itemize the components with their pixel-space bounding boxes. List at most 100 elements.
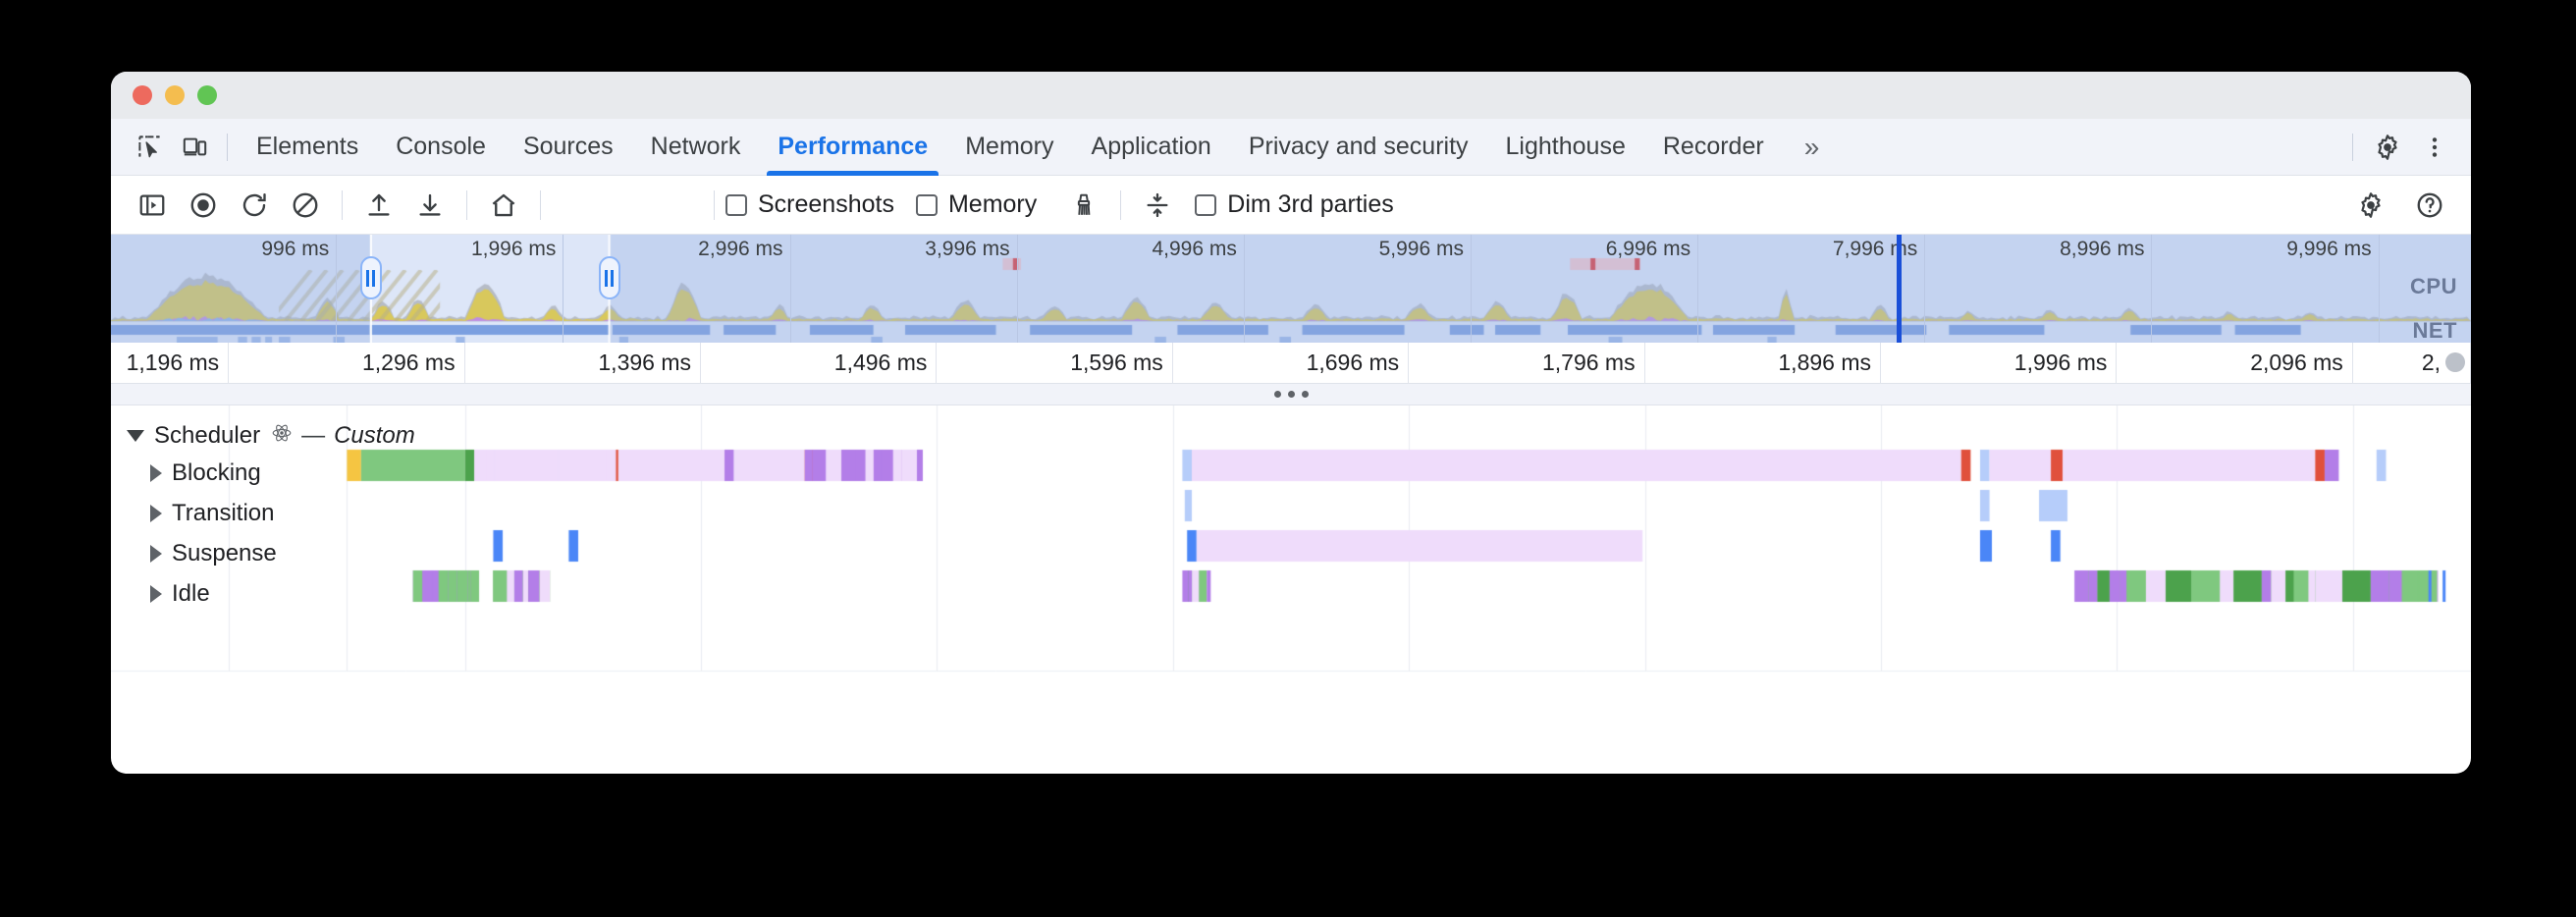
overview-tick-label: 5,996 ms [1378,238,1464,260]
tabbar-divider [227,133,228,161]
capture-divider-right [1120,189,1122,220]
timeline-scroll-thumb[interactable] [2445,352,2465,372]
overview-tick: 6,996 ms [111,235,1699,343]
checkbox-box [725,193,747,216]
zoom-tick-label: 2,096 ms [2250,350,2343,375]
resize-dot [1273,391,1281,398]
tabbar-actions [2342,119,2457,176]
zoom-tick-label: 1,296 ms [361,350,456,375]
device-toolbar-icon[interactable] [172,125,217,170]
tab-application[interactable]: Application [1073,119,1230,176]
toggle-sidebar-button[interactable] [127,180,178,231]
checkbox-box [915,193,938,216]
cpu-lane-label: CPU [2410,274,2457,298]
tab-privacy-and-security[interactable]: Privacy and security [1230,119,1487,176]
track-label-text: Blocking [172,459,261,486]
dim-3rd-parties-checkbox[interactable]: Dim 3rd parties [1195,190,1394,219]
overview-selection-handle-left[interactable] [359,256,382,299]
react-atom-icon [271,422,293,450]
toolbar-right-actions [2345,176,2455,235]
pane-resize-handle[interactable] [111,384,2471,405]
tab-recorder[interactable]: Recorder [1644,119,1783,176]
collect-garbage-icon[interactable] [1058,180,1109,231]
chevron-right-icon [150,464,162,482]
chevron-right-icon [150,505,162,522]
track-row-blocking[interactable]: Blocking [150,455,261,492]
load-profile-button[interactable] [353,180,404,231]
toolbar-divider-1 [342,189,343,220]
devtools-window: Elements Console Sources Network Perform… [111,72,2471,774]
home-button[interactable] [478,180,529,231]
zoom-tick: 2, [111,343,2471,384]
overview-tick: 9,996 ms [111,235,2380,343]
zoom-tick: 1,596 ms [111,343,1173,384]
flame-chart-canvas[interactable] [111,405,2471,734]
tab-label: Privacy and security [1248,133,1469,160]
save-profile-button[interactable] [404,180,456,231]
screenshots-checkbox[interactable]: Screenshots [725,190,894,219]
tab-label: Application [1091,133,1211,160]
toolbar-divider-2 [466,189,467,220]
tab-console[interactable]: Console [377,119,505,176]
tab-lighthouse[interactable]: Lighthouse [1487,119,1644,176]
record-button[interactable] [178,180,229,231]
zoom-tick-label: 1,196 ms [126,350,220,375]
close-window-button[interactable] [133,85,152,105]
checkbox-box [1195,193,1217,216]
devtools-tabbar: Elements Console Sources Network Perform… [111,119,2471,176]
track-group-scheduler[interactable]: Scheduler — Custom [127,417,415,455]
clear-button[interactable] [280,180,331,231]
flame-chart[interactable]: Scheduler — Custom Blocking T [111,405,2471,734]
net-lane-label: NET [2412,318,2457,343]
overview-selection-handle-right[interactable] [598,256,620,299]
tab-sources[interactable]: Sources [505,119,632,176]
chevron-double-right-icon: » [1803,131,1820,162]
overview-time-cursor[interactable] [1897,235,1903,343]
collapse-track-icon[interactable] [1132,180,1183,231]
zoom-tick-label: 1,796 ms [1541,350,1636,375]
help-icon[interactable] [2404,180,2455,231]
zoom-tick: 1,796 ms [111,343,1645,384]
zoom-tick: 2,096 ms [111,343,2353,384]
zoom-tick-label: 1,496 ms [833,350,928,375]
reload-and-record-button[interactable] [229,180,280,231]
tab-label: Recorder [1662,133,1764,160]
cpu-net-overview-canvas[interactable] [111,235,2471,343]
tab-label: Sources [522,133,614,160]
track-row-suspense[interactable]: Suspense [150,535,277,572]
tab-performance[interactable]: Performance [759,119,946,176]
track-group-label: Scheduler [154,422,261,449]
tab-memory[interactable]: Memory [946,119,1072,176]
overview-tick: 5,996 ms [111,235,1472,343]
resize-dot [1301,391,1309,398]
zoom-tick-label: 1,396 ms [598,350,691,375]
zoom-tick: 1,896 ms [111,343,1881,384]
zoom-tick-label: 2, [2421,350,2441,375]
more-tabs-button[interactable]: » [1783,119,1842,176]
zoom-tick: 1,396 ms [111,343,701,384]
minimize-window-button[interactable] [165,85,185,105]
maximize-window-button[interactable] [197,85,217,105]
capture-divider-left [714,189,715,220]
track-row-idle[interactable]: Idle [150,575,210,613]
tab-label: Lighthouse [1505,133,1626,160]
chevron-down-icon [127,430,144,442]
overview-tick: 7,996 ms [111,235,1926,343]
tabbar-actions-divider [2352,134,2353,161]
gear-icon[interactable] [2365,125,2410,170]
track-row-transition[interactable]: Transition [150,495,274,532]
zoom-tick: 1,196 ms [111,343,230,384]
checkbox-label: Memory [947,190,1038,218]
checkbox-label: Screenshots [758,190,894,218]
track-label-text: Idle [172,580,210,607]
tab-network[interactable]: Network [632,119,760,176]
memory-checkbox[interactable]: Memory [915,190,1038,219]
capture-settings-icon[interactable] [2345,180,2396,231]
inspect-element-icon[interactable] [127,125,172,170]
zoom-tick-label: 1,896 ms [1778,350,1871,375]
tab-elements[interactable]: Elements [238,119,377,176]
kebab-menu-icon[interactable] [2412,125,2457,170]
window-titlebar [111,72,2471,119]
